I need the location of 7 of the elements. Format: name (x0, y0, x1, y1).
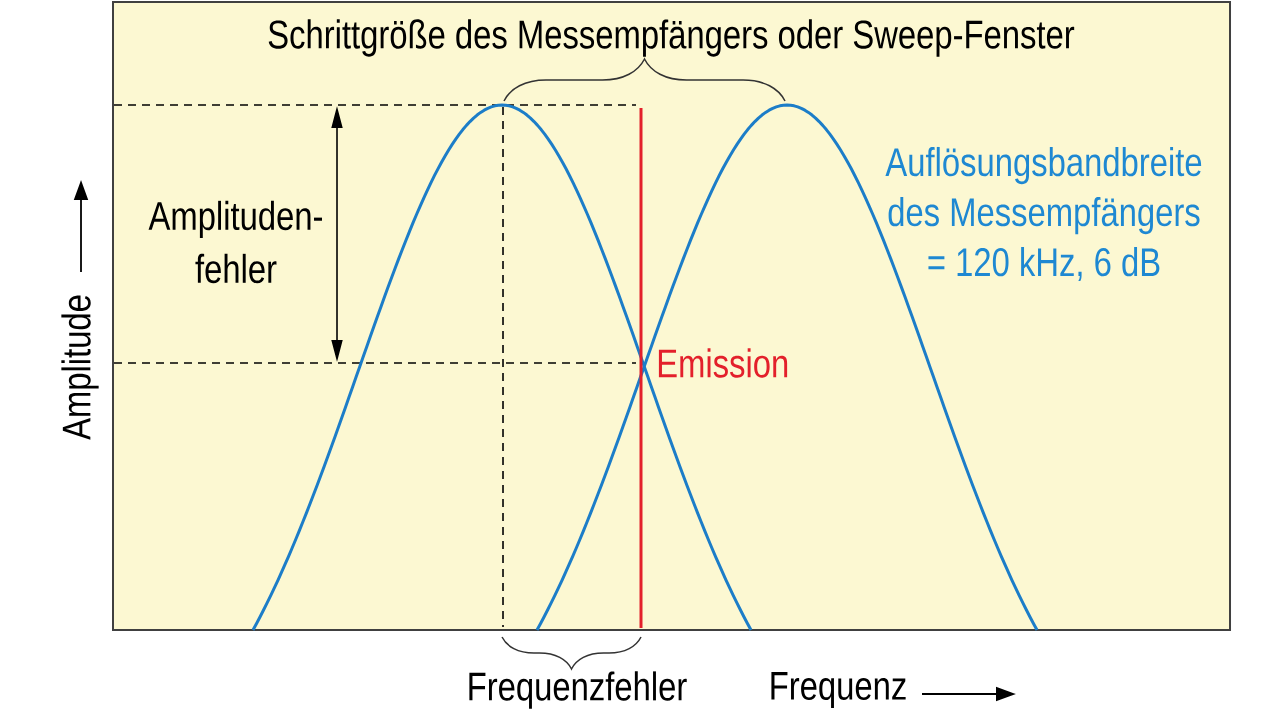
axis-label: Frequenz (771, 672, 906, 708)
axis-label: Amplitude (61, 295, 99, 440)
curve-label: Auflösungsbandbreite des Messempfängers = 120 kHz, 6 dB (885, 146, 1202, 282)
line-label: Emission (658, 348, 788, 378)
dimension-label: Amplituden- fehler (148, 200, 322, 284)
bracket-label: Schrittgröße des Messempfängers oder Sweep-Fenster (268, 19, 1075, 57)
bracket-label: Frequenzfehler (469, 671, 687, 709)
